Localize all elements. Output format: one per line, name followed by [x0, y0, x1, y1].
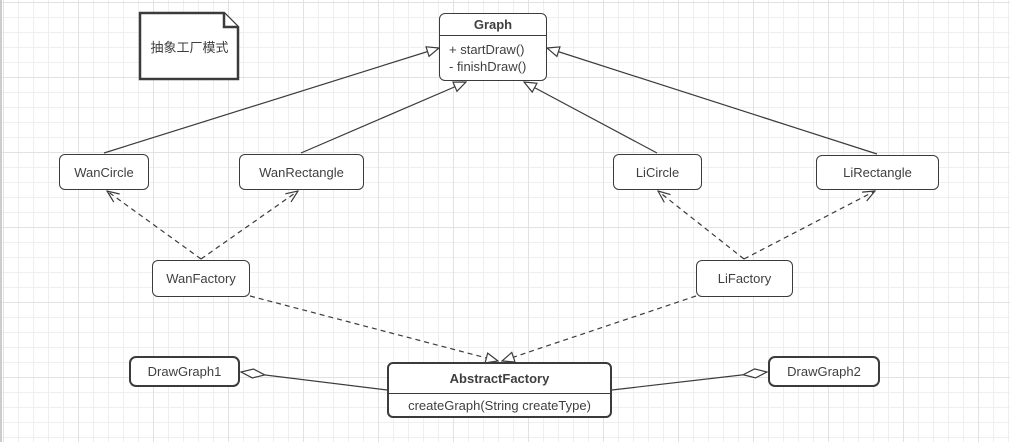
canvas-left-border	[0, 0, 2, 442]
edge-wanfactory-wancircle-dependency[interactable]	[107, 191, 202, 260]
class-abstractfactory-title: AbstractFactory	[389, 364, 610, 394]
class-drawgraph1[interactable]: DrawGraph1	[129, 356, 240, 387]
edge-wanfactory-wanrectangle-dependency[interactable]	[200, 191, 298, 260]
edge-abstractfactory-drawgraph1-aggregation[interactable]	[241, 372, 388, 391]
edge-abstractfactory-drawgraph2-aggregation[interactable]	[611, 372, 767, 391]
class-wancircle-label: WanCircle	[74, 164, 134, 180]
edge-lirectangle-graph-generalization[interactable]	[547, 48, 878, 155]
class-graph-members: + startDraw() - finishDraw()	[440, 36, 546, 80]
edge-licircle-graph-generalization[interactable]	[524, 82, 658, 154]
class-wancircle[interactable]: WanCircle	[59, 154, 149, 190]
class-lirectangle-label: LiRectangle	[843, 165, 912, 180]
edge-lifactory-abstractfactory-realization[interactable]	[502, 295, 697, 361]
class-abstractfactory[interactable]: AbstractFactory createGraph(String creat…	[387, 362, 612, 418]
edge-lifactory-lirectangle-dependency[interactable]	[743, 191, 875, 260]
class-licircle[interactable]: LiCircle	[613, 154, 702, 190]
note-outline-icon	[138, 11, 240, 81]
class-drawgraph2-label: DrawGraph2	[787, 364, 861, 379]
class-wanrectangle-label: WanRectangle	[259, 164, 344, 180]
class-abstractfactory-method: createGraph(String createType)	[408, 397, 591, 413]
edge-lifactory-licircle-dependency[interactable]	[658, 191, 745, 260]
edge-wanfactory-abstractfactory-realization[interactable]	[249, 295, 498, 361]
class-graph-title: Graph	[440, 14, 546, 36]
method-finish-draw: - finishDraw()	[449, 59, 527, 74]
class-lifactory-label: LiFactory	[717, 271, 772, 286]
note-text: 抽象工厂模式	[150, 40, 229, 55]
class-drawgraph1-label: DrawGraph1	[147, 364, 222, 379]
class-drawgraph2[interactable]: DrawGraph2	[768, 356, 880, 387]
class-wanfactory[interactable]: WanFactory	[152, 260, 250, 297]
class-wanrectangle[interactable]: WanRectangle	[239, 154, 364, 190]
edge-wanrectangle-graph-generalization[interactable]	[300, 82, 466, 154]
class-lirectangle[interactable]: LiRectangle	[816, 155, 939, 190]
edge-wancircle-graph-generalization[interactable]	[103, 48, 439, 154]
class-licircle-label: LiCircle	[635, 164, 680, 180]
method-start-draw: + startDraw()	[449, 42, 525, 57]
note-shape[interactable]: 抽象工厂模式	[138, 11, 241, 82]
class-wanfactory-label: WanFactory	[166, 271, 236, 286]
class-lifactory[interactable]: LiFactory	[696, 260, 793, 297]
